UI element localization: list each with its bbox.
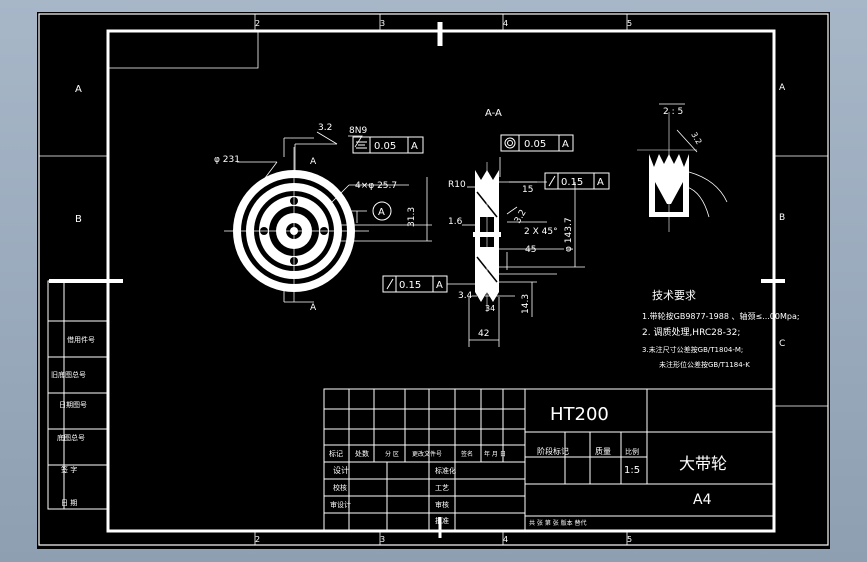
- svg-text:0.05: 0.05: [374, 141, 396, 152]
- zone-letter: A: [75, 84, 82, 95]
- left-label: 校核: [333, 483, 347, 492]
- dim-34-label: 34: [485, 304, 495, 313]
- left-strip-label: 借用件号: [67, 335, 95, 344]
- zone-number: 2: [255, 535, 260, 544]
- section-leaders: [447, 157, 585, 347]
- row-label: 年 月 日: [484, 450, 506, 458]
- zone-letter: B: [75, 214, 82, 225]
- zone-letter: B: [779, 213, 785, 223]
- bottom-row: 共 张 第 张 版本 替代: [529, 519, 587, 527]
- row-label: 更改文件号: [412, 450, 442, 458]
- size-label: A4: [693, 492, 712, 508]
- runout-bottom-box: 0.15 A: [382, 275, 448, 293]
- datum-circle: [372, 201, 392, 221]
- cut-label-bottom: A: [310, 303, 317, 313]
- dim-15-label: 15: [522, 185, 533, 195]
- title-block: [323, 388, 775, 532]
- detail-surface: 3.2: [689, 131, 703, 147]
- zone-ticks: [39, 14, 828, 545]
- left-label: 审设计: [330, 500, 351, 509]
- left-strip-table: [47, 280, 109, 510]
- svg-text:0.05: 0.05: [524, 139, 546, 150]
- col-weight: 质量: [595, 446, 611, 456]
- scale-value: 1:5: [624, 465, 640, 476]
- left-strip-label: 日 期: [61, 499, 77, 507]
- dia-143-label: φ 143.7: [564, 217, 574, 252]
- svg-text:0.15: 0.15: [561, 177, 583, 188]
- cut-label-top: A: [310, 157, 317, 167]
- outer-frame: [38, 13, 829, 546]
- left-strip-label: 旧底图总号: [51, 370, 86, 379]
- part-name: 大带轮: [679, 454, 727, 473]
- svg-text:0.15: 0.15: [399, 280, 421, 291]
- tech-item: 未注形位公差按GB/T1184-K: [659, 360, 750, 369]
- dia-231-label: φ 231: [214, 155, 240, 165]
- pulley-front-view: [224, 147, 369, 302]
- dim-31-label: 31.3: [407, 207, 417, 227]
- row-label: 处数: [355, 449, 369, 458]
- dim-45-label: 45: [525, 245, 536, 255]
- section-title: A-A: [485, 108, 502, 119]
- chamfer-label: 2 X 45°: [524, 227, 558, 237]
- svg-text:A: A: [562, 139, 569, 150]
- zone-number: 3: [380, 535, 385, 544]
- tech-item: 1.带轮按GB9877-1988 、轴颈≤...00Mpa;: [642, 311, 800, 321]
- tech-title: 技术要求: [652, 289, 696, 302]
- svg-text:A: A: [436, 280, 443, 291]
- col-scale: 比例: [625, 447, 639, 456]
- left-strip-label: 日期图号: [59, 401, 87, 409]
- zone-number: 4: [503, 535, 508, 544]
- zone-number: 5: [627, 535, 632, 544]
- runout-top-box: 0.15 A: [544, 172, 610, 190]
- row-label: 标记: [329, 449, 343, 458]
- detail-scale: 2 : 5: [663, 107, 683, 117]
- zone-letter: C: [779, 339, 785, 349]
- section-view: [473, 162, 501, 312]
- col-stage: 阶段标记: [537, 446, 569, 456]
- dim-3-2-label: 3.2: [513, 208, 529, 225]
- concentric-tolerance-box: 0.05 A: [500, 134, 574, 152]
- r10-label: R10: [448, 180, 466, 190]
- dim-42-label: 42: [478, 329, 489, 339]
- zone-number: 4: [503, 19, 508, 28]
- symmetry-tolerance-box: 0.05 A: [352, 136, 424, 154]
- left-label: 审核: [435, 500, 449, 509]
- dim-3-4-label: 3.4: [458, 291, 473, 301]
- drawing-canvas: 2 3 4 5 2 3 4 5 A B A B C 借用件号 旧底图总号 日期图…: [38, 13, 829, 546]
- front-view-leaders: [237, 131, 432, 303]
- dim-1-6-label: 1.6: [448, 217, 463, 227]
- holes-label: 4×φ 25.7: [355, 181, 397, 191]
- left-label: 工艺: [435, 484, 449, 492]
- tech-item: 2. 调质处理,HRC28-32;: [642, 326, 740, 338]
- zone-letter: A: [779, 83, 786, 93]
- left-strip-label: 底图总号: [57, 433, 85, 442]
- zone-number: 3: [380, 19, 385, 28]
- datum-label: A: [378, 207, 385, 218]
- surface-label: 3.2: [318, 123, 332, 133]
- tech-item: 3.未注尺寸公差按GB/T1804-M;: [642, 345, 743, 354]
- left-label: 设计: [333, 465, 349, 475]
- dim-14-3-label: 14.3: [521, 294, 531, 314]
- corner-box: [108, 31, 259, 69]
- groove-detail: [637, 112, 728, 232]
- left-label: 批准: [435, 516, 449, 525]
- row-label: 签名: [461, 450, 473, 458]
- std-label: 标准化: [435, 466, 456, 475]
- material-label: HT200: [550, 404, 609, 425]
- left-strip-label: 签 字: [61, 465, 77, 474]
- row-label: 分 区: [385, 450, 399, 458]
- svg-text:A: A: [411, 141, 418, 152]
- zone-number: 5: [627, 19, 632, 28]
- drawing-viewport[interactable]: 2 3 4 5 2 3 4 5 A B A B C 借用件号 旧底图总号 日期图…: [37, 12, 830, 549]
- zone-number: 2: [255, 19, 260, 28]
- key-label: 8N9: [349, 126, 367, 136]
- svg-text:A: A: [597, 177, 604, 188]
